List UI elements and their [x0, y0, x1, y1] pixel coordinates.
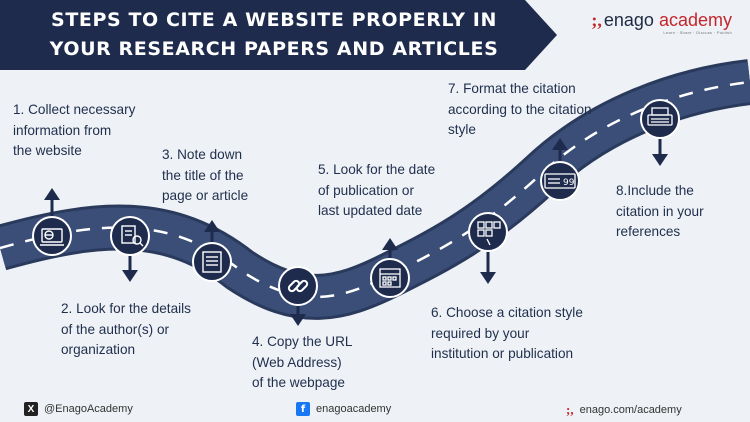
step-5-marker	[370, 238, 410, 298]
page-title: STEPS TO CITE A WEBSITE PROPERLY IN YOUR…	[14, 6, 534, 64]
enago-academy-logo[interactable]: ;, enago academy Learn · Share · Discuss…	[591, 10, 732, 35]
step-8-marker	[640, 99, 680, 166]
facebook-icon: f	[296, 402, 310, 416]
enago-mark-icon: ;,	[566, 402, 574, 417]
road-center-line	[0, 80, 750, 299]
web-research-icon	[40, 228, 64, 246]
grid-options-icon	[477, 221, 501, 246]
logo-tagline: Learn · Share · Discuss · Publish	[663, 30, 732, 35]
title-line-1: STEPS TO CITE A WEBSITE PROPERLY IN	[51, 9, 497, 31]
website-link[interactable]: ;, enago.com/academy	[566, 402, 682, 417]
title-banner	[0, 0, 557, 70]
document-search-icon	[121, 225, 144, 247]
quote-format-icon: 99	[544, 173, 576, 189]
step-3-marker	[192, 220, 232, 282]
svg-text:99: 99	[563, 178, 575, 188]
step-7-marker: 99	[540, 138, 580, 201]
link-icon	[287, 279, 309, 293]
step-2-marker	[110, 216, 150, 282]
x-twitter-icon: X	[24, 402, 38, 416]
logo-wordmark: enago academy	[603, 10, 732, 30]
page-icon	[202, 251, 222, 273]
step-6-marker	[468, 212, 508, 284]
title-line-2: YOUR RESEARCH PAPERS AND ARTICLES	[49, 38, 499, 60]
facebook-handle[interactable]: f enagoacademy	[296, 402, 391, 416]
logo-mark: ;,	[591, 10, 602, 30]
step-1-marker	[32, 188, 72, 256]
step-4-marker	[278, 266, 318, 326]
twitter-handle[interactable]: X @EnagoAcademy	[24, 402, 133, 416]
typewriter-icon	[647, 107, 673, 126]
step-4-label: 4. Copy the URL(Web Address)of the webpa…	[252, 334, 353, 390]
calendar-icon	[379, 268, 401, 288]
